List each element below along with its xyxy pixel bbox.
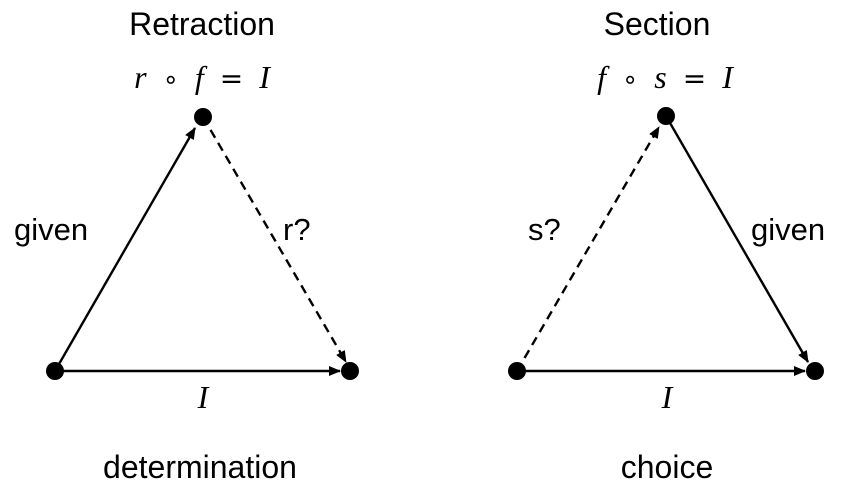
retraction-eq-r: r (134, 59, 147, 95)
section-panel: Section f ∘ s = I s? given I choice (508, 6, 825, 485)
retraction-eq-f: f (195, 59, 208, 95)
section-node-right (806, 362, 824, 380)
retraction-eq-compose: ∘ (163, 65, 179, 95)
retraction-label-r: r? (283, 212, 311, 247)
section-caption: choice (621, 449, 714, 485)
retraction-title: Retraction (129, 6, 275, 42)
retraction-node-right (341, 362, 359, 380)
retraction-eq-identity: I (258, 59, 271, 95)
section-eq-equals: = (683, 62, 706, 95)
retraction-edge-r (201, 116, 348, 363)
section-eq-compose: ∘ (622, 65, 638, 95)
section-title: Section (604, 6, 711, 42)
retraction-caption: determination (103, 449, 297, 485)
section-eq-s: s (654, 59, 666, 95)
section-equation: f ∘ s = I (597, 59, 734, 95)
retraction-edge-given (53, 127, 197, 372)
retraction-equation: r ∘ f = I (134, 59, 271, 95)
section-label-identity: I (661, 379, 674, 415)
retraction-label-identity: I (197, 379, 210, 415)
section-edge-s (515, 126, 661, 372)
section-label-s: s? (528, 212, 561, 247)
section-eq-identity: I (721, 59, 734, 95)
retraction-node-left (46, 362, 64, 380)
section-label-given: given (751, 212, 825, 247)
retraction-node-top (194, 108, 212, 126)
retraction-label-given: given (14, 212, 88, 247)
section-node-top (657, 107, 675, 125)
retraction-eq-equals: = (220, 62, 243, 95)
section-edge-given (664, 115, 810, 363)
section-eq-f: f (597, 59, 610, 95)
retraction-panel: Retraction r ∘ f = I given r? I determin… (14, 6, 359, 485)
section-node-left (508, 362, 526, 380)
